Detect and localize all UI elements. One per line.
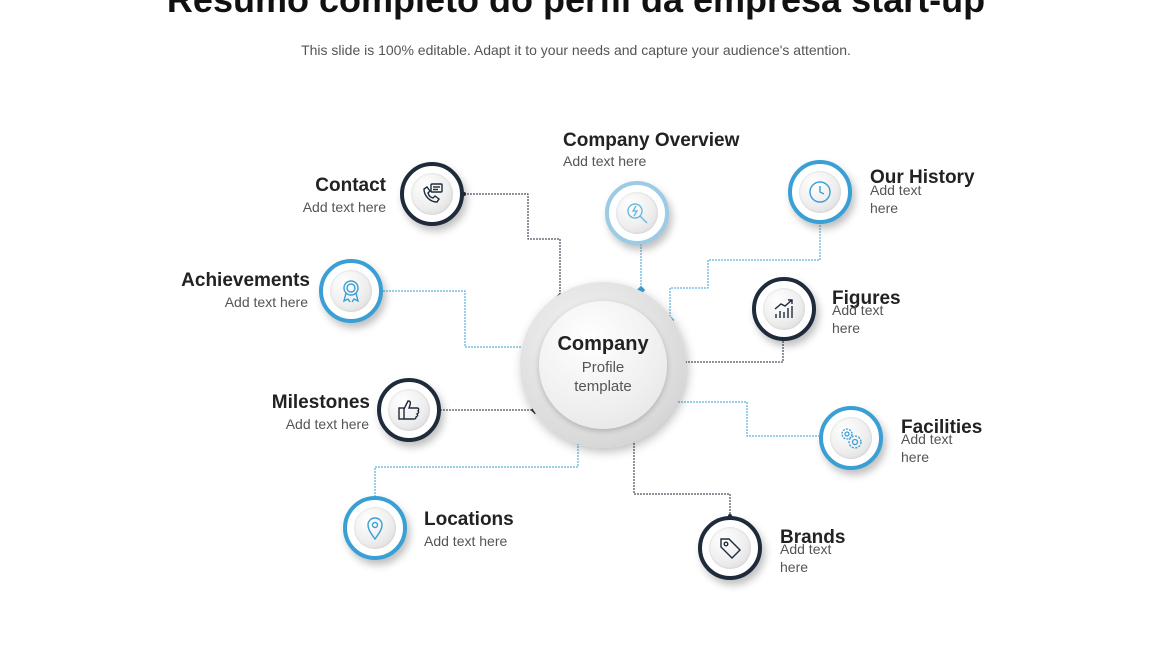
contact-node [400, 162, 464, 226]
brands-node [698, 516, 762, 580]
hub-subtitle: Profile template [574, 359, 632, 395]
company-profile-hub-inner: Company Profile template [539, 301, 667, 429]
achievements-node [319, 259, 383, 323]
gears-icon [841, 428, 862, 449]
achievements-title: Achievements [181, 270, 310, 291]
our-history-text: Add text here [870, 182, 922, 216]
milestones-node [377, 378, 441, 442]
location-pin-icon [367, 517, 383, 541]
price-tag-icon [720, 538, 741, 559]
connector-locations [374, 440, 579, 497]
company-overview-title: Company Overview [563, 130, 740, 151]
search-bolt-icon [627, 203, 648, 224]
connector-brands [633, 437, 731, 516]
connector-contact [464, 193, 561, 297]
facilities-text: Add text here [901, 431, 953, 465]
figures-text: Add text here [832, 302, 884, 336]
figures-node [752, 277, 816, 341]
page-title: Resumo completo do perfil da empresa sta… [0, 0, 1152, 22]
phone-chat-icon [423, 183, 443, 203]
milestones-text: Add text here [285, 416, 369, 432]
company-profile-hub: Company Profile template [520, 282, 686, 448]
connector-history [669, 222, 821, 320]
page-subtitle: This slide is 100% editable. Adapt it to… [301, 42, 851, 58]
locations-text: Add text here [424, 533, 508, 549]
connector-facilities [673, 401, 820, 437]
figures-title: Figures [832, 288, 901, 309]
facilities-title: Facilities [901, 417, 983, 438]
achievements-text: Add text here [224, 294, 308, 310]
locations-title: Locations [424, 509, 514, 530]
connector-figures [682, 341, 784, 363]
hub-title: Company [557, 333, 649, 355]
company-overview-node [605, 181, 669, 245]
locations-node [343, 496, 407, 560]
contact-text: Add text here [302, 199, 386, 215]
connector-achievements [383, 290, 527, 348]
our-history-node [788, 160, 852, 224]
facilities-node [819, 406, 883, 470]
clock-icon [809, 181, 831, 203]
company-overview-text: Add text here [563, 153, 647, 169]
our-history-title: Our History [870, 167, 975, 188]
contact-title: Contact [315, 175, 386, 196]
milestones-title: Milestones [271, 392, 370, 413]
award-badge-icon [342, 280, 360, 303]
thumbs-up-icon [398, 400, 420, 420]
brands-text: Add text here [780, 541, 832, 575]
bar-chart-icon [774, 299, 793, 318]
brands-title: Brands [780, 527, 846, 548]
